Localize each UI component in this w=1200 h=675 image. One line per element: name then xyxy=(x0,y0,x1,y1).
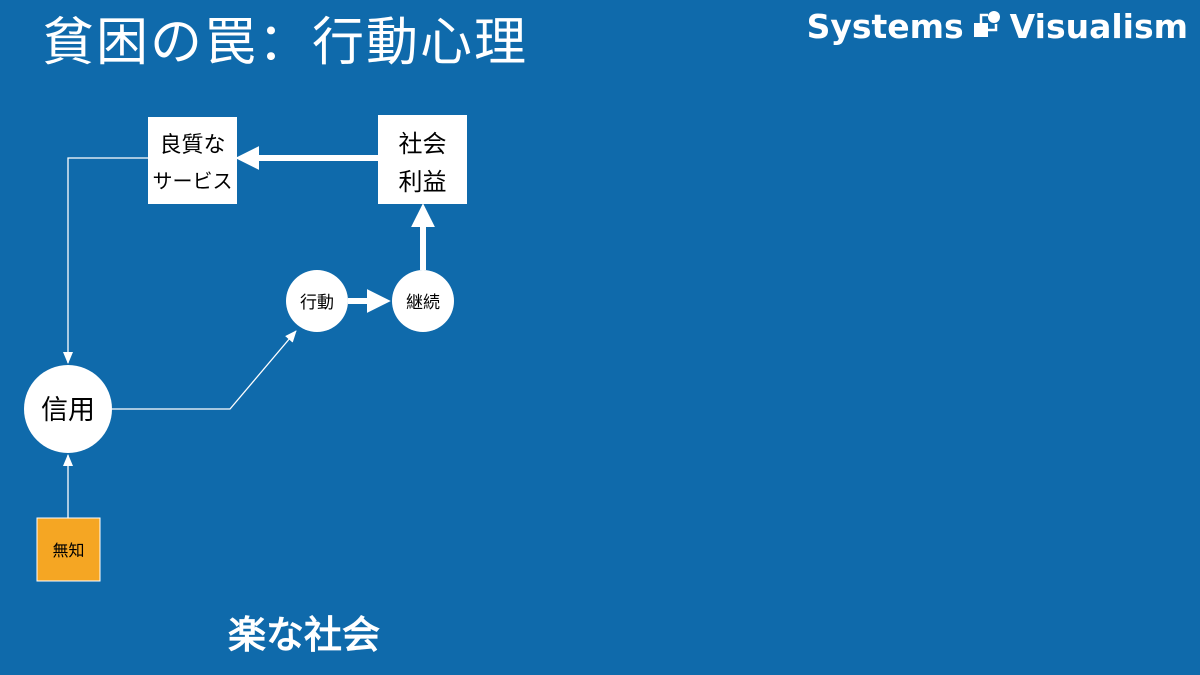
node-social-benefit-line2: 利益 xyxy=(399,168,447,196)
node-trust: 信用 xyxy=(24,365,112,453)
brand-name-right: Visualism xyxy=(1009,6,1188,46)
node-social-benefit-line1: 社会 xyxy=(399,130,447,158)
node-good-service: 良質な サービス xyxy=(148,117,237,204)
systems-visualism-logo-icon xyxy=(973,11,1000,37)
brand-name-left: Systems xyxy=(806,6,964,46)
node-continuation-label: 継続 xyxy=(406,293,440,313)
node-action-label: 行動 xyxy=(300,293,334,313)
page-title: 貧困の罠：行動心理 xyxy=(42,13,529,73)
caption-label: 楽な社会 xyxy=(228,613,381,657)
link-good-service-to-trust xyxy=(63,157,148,364)
node-good-service-line2: サービス xyxy=(153,169,233,193)
node-ignorance-label: 無知 xyxy=(52,541,84,560)
node-social-benefit: 社会 利益 xyxy=(378,115,467,204)
brand-logo: Systems Visualism xyxy=(807,6,1188,46)
link-trust-to-action xyxy=(112,330,297,410)
node-action: 行動 xyxy=(286,270,348,332)
node-good-service-line1: 良質な xyxy=(159,133,225,158)
node-continuation: 継続 xyxy=(392,270,454,332)
node-trust-label: 信用 xyxy=(41,395,95,426)
node-ignorance: 無知 xyxy=(36,517,101,582)
